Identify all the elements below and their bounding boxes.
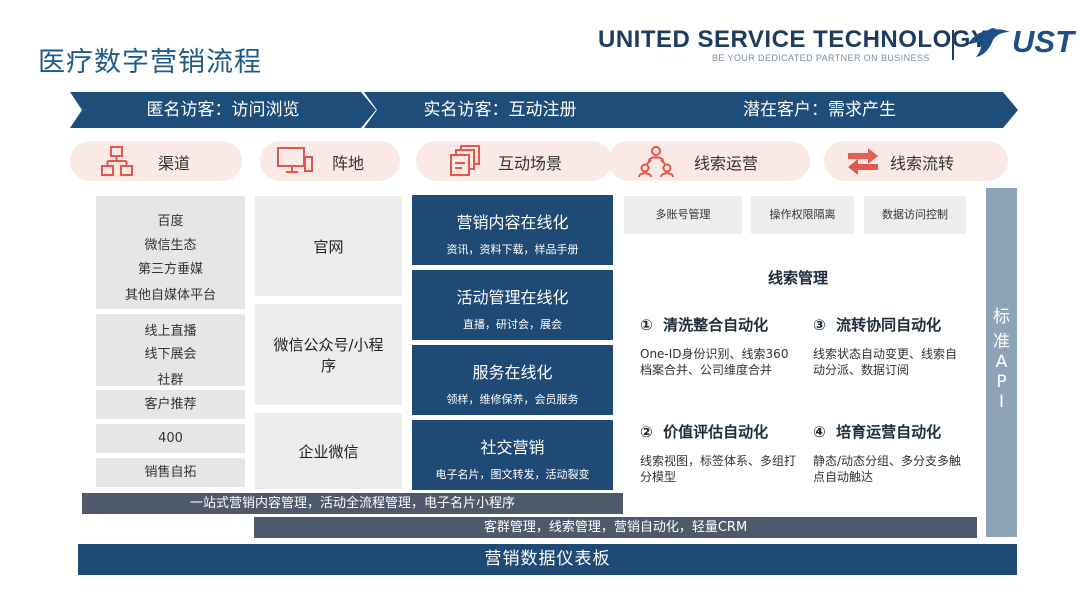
category-scene: 互动场景 — [416, 141, 612, 181]
category-lead-ops: 线索运营 — [608, 141, 810, 181]
api-char: I — [998, 392, 1004, 412]
category-label: 阵地 — [332, 154, 365, 173]
channel-group-media: 百度 微信生态 第三方垂媒 其他自媒体平台 — [96, 196, 245, 309]
bar-content-management: 一站式营销内容管理，活动全流程管理，电子名片小程序 — [82, 493, 623, 514]
api-char: 标 — [993, 307, 1010, 327]
section-number: ① — [640, 316, 653, 334]
layers-icon — [450, 145, 480, 176]
section-title: 流转协同自动化 — [836, 316, 942, 334]
brand-tagline: BE YOUR DEDICATED PARTNER ON BUSINESS — [712, 53, 930, 63]
section-number: ② — [640, 423, 653, 441]
section-number: ④ — [813, 423, 826, 441]
scene-sub: 资讯，资料下载，样品手册 — [446, 243, 579, 256]
stage-label: 实名访客：互动注册 — [423, 100, 577, 120]
section-title: 培育运营自动化 — [836, 423, 942, 441]
lead-management-title: 线索管理 — [768, 269, 829, 287]
channel-icon — [101, 146, 133, 176]
scene-title: 社交营销 — [480, 438, 545, 457]
stage-chevron-2: 实名访客：互动注册 — [364, 92, 636, 128]
brand-divider — [952, 30, 954, 60]
dolphin-logo-icon — [968, 28, 1010, 57]
category-label: 渠道 — [158, 154, 191, 173]
api-char: P — [996, 372, 1007, 392]
channel-item: 销售自拓 — [96, 458, 245, 487]
section-text: 线索视图，标签体系、多组打分模型 — [640, 454, 797, 484]
channel-item: 社群 — [157, 373, 184, 388]
channel-item: 微信生态 — [144, 238, 197, 253]
channel-group-events: 线上直播 线下展会 社群 — [96, 314, 245, 388]
stage-label: 潜在客户：需求产生 — [743, 100, 896, 120]
section-title: 价值评估自动化 — [663, 423, 769, 441]
perm-isolation: 操作权限隔离 — [751, 196, 854, 234]
bar-dashboard: 营销数据仪表板 — [78, 544, 1017, 575]
scene-title: 营销内容在线化 — [456, 213, 569, 232]
stage-chevron-1: 匿名访客：访问浏览 — [70, 92, 376, 128]
scene-title: 服务在线化 — [472, 363, 553, 382]
api-char: 准 — [993, 332, 1010, 352]
category-label: 互动场景 — [498, 154, 563, 173]
category-label: 线索运营 — [694, 154, 759, 173]
channel-item: 第三方垂媒 — [137, 262, 203, 277]
platform-wechat: 微信公众号/小程序 — [255, 304, 402, 405]
logo-text: UST — [1012, 24, 1074, 59]
lead-section-nurture: ④ 培育运营自动化 静态/动态分组、多分支多触点自动触达 — [813, 421, 963, 485]
scene-service-online: 服务在线化 领样，维修保养，会员服务 — [412, 345, 613, 415]
api-char: A — [995, 352, 1008, 372]
scene-content-online: 营销内容在线化 资讯，资料下载，样品手册 — [412, 195, 613, 265]
people-network-icon — [638, 146, 674, 178]
brand-name: UNITED SERVICE TECHNOLOGY — [598, 26, 988, 53]
channel-item: 线下展会 — [144, 347, 197, 362]
page-title: 医疗数字营销流程 — [38, 47, 262, 78]
section-number: ③ — [813, 316, 826, 334]
stage-chevron-3: 潜在客户：需求产生 — [621, 92, 1018, 128]
category-platform: 阵地 — [260, 141, 400, 181]
channel-item: 400 — [96, 424, 245, 453]
scene-sub: 直播，研讨会，展会 — [463, 318, 562, 331]
scene-social-marketing: 社交营销 电子名片，图文转发，活动裂变 — [412, 420, 613, 490]
lead-section-flow: ③ 流转协同自动化 线索状态自动变更、线索自动分派、数据订阅 — [813, 314, 963, 378]
section-text: 线索状态自动变更、线索自动分派、数据订阅 — [813, 347, 958, 377]
category-lead-flow: 线索流转 — [824, 141, 1008, 181]
channel-item: 其他自媒体平台 — [124, 288, 216, 303]
section-text: One-ID身份识别、线索360档案合并、公司维度合并 — [640, 347, 789, 377]
channel-item: 百度 — [157, 214, 184, 229]
lead-section-value: ② 价值评估自动化 线索视图，标签体系、多组打分模型 — [640, 421, 800, 485]
stage-label: 匿名访客：访问浏览 — [146, 100, 300, 120]
lead-section-cleanse: ① 清洗整合自动化 One-ID身份识别、线索360档案合并、公司维度合并 — [640, 314, 800, 378]
scene-title: 活动管理在线化 — [456, 288, 569, 307]
perm-multi-account: 多账号管理 — [624, 196, 742, 234]
scene-sub: 电子名片，图文转发，活动裂变 — [435, 468, 590, 481]
platform-wecom: 企业微信 — [255, 413, 402, 489]
swap-arrows-icon — [848, 148, 878, 175]
category-label: 线索流转 — [890, 154, 955, 173]
section-text: 静态/动态分组、多分支多触点自动触达 — [813, 454, 962, 484]
section-title: 清洗整合自动化 — [663, 316, 769, 334]
scene-event-online: 活动管理在线化 直播，研讨会，展会 — [412, 270, 613, 340]
perm-data-access: 数据访问控制 — [864, 196, 966, 234]
platform-website: 官网 — [255, 196, 402, 296]
scene-sub: 领样，维修保养，会员服务 — [446, 393, 579, 406]
channel-item: 线上直播 — [144, 324, 197, 339]
standard-api-bar: 标 准 A P I — [986, 188, 1017, 537]
category-channel: 渠道 — [70, 141, 242, 181]
bar-crm: 客群管理，线索管理，营销自动化，轻量CRM — [254, 517, 977, 538]
device-icon — [277, 147, 313, 173]
channel-item: 客户推荐 — [96, 390, 245, 419]
